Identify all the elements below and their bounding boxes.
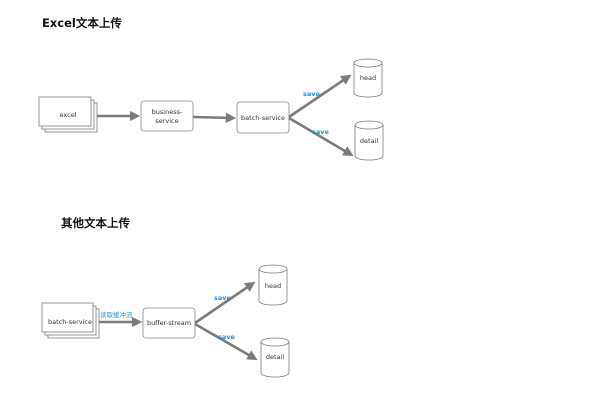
batch-service-source-label: batch-service [48, 318, 92, 326]
excel-label: excel [60, 111, 77, 119]
head-label-2: head [265, 282, 281, 290]
batch-service-label: batch-service [241, 114, 285, 122]
save-head-label: save [303, 90, 320, 98]
arrow-batch-to-head [288, 74, 352, 119]
head-database-icon: head [353, 58, 383, 98]
excel-document-stack: excel [38, 96, 98, 133]
batch-service-node: batch-service [236, 101, 290, 134]
section1-title: Excel文本上传 [42, 16, 122, 30]
save-head-label-2: save [214, 294, 231, 302]
head-label: head [360, 74, 376, 82]
detail-label: detail [360, 137, 378, 145]
section2-title: 其他文本上传 [61, 216, 130, 230]
business-service-node: business- service [140, 100, 194, 132]
save-detail-label: save [312, 128, 329, 136]
save-detail-label-2: save [218, 333, 235, 341]
business-service-label-line2: service [155, 117, 178, 125]
buffer-stream-node: buffer-stream [142, 307, 196, 339]
head-database-icon-2: head [258, 264, 288, 306]
read-buffer-label: 读取缓冲流 [100, 310, 133, 319]
detail-database-icon-2: detail [260, 337, 290, 378]
detail-label-2: detail [266, 353, 284, 361]
batch-service-document-stack: batch-service [41, 302, 100, 339]
arrow-business-to-batch [192, 112, 237, 124]
arrow-batch-to-detail [288, 116, 354, 157]
buffer-stream-label: buffer-stream [147, 319, 191, 327]
business-service-label-line1: business- [152, 108, 183, 116]
arrow-buffer-to-head [194, 281, 256, 325]
detail-database-icon: detail [354, 120, 384, 161]
arrow-buffer-to-detail [194, 322, 258, 361]
